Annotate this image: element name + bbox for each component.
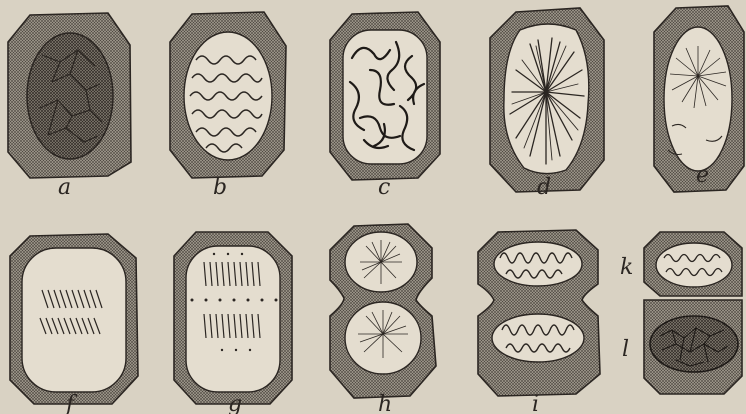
cell-b-nucleus [184,32,272,160]
cell-l [644,300,742,394]
cell-i-nucleus-top [494,242,582,286]
cell-h [330,224,436,398]
label-d: d [537,175,551,200]
cell-l-nucleus [650,316,738,372]
label-i: i [532,392,539,414]
label-e: e [696,163,709,188]
cell-f [10,234,138,404]
label-k: k [620,255,633,280]
label-g: g [228,392,242,414]
cell-b [170,12,286,178]
label-a: a [58,175,71,200]
cell-i-nucleus-bottom [492,314,584,362]
label-c: c [378,175,390,200]
cell-g [174,232,292,404]
cell-f-nucleus [22,248,126,392]
cell-i [478,230,600,396]
cell-g-nucleus [186,246,280,392]
label-h: h [378,392,392,414]
label-l: l [622,337,629,362]
cell-k [644,232,742,296]
cell-c-nucleus [343,30,427,164]
cell-a-nucleus [27,33,113,159]
cell-d [490,8,604,192]
cell-c [330,12,440,180]
label-b: b [213,175,227,200]
cell-a [8,13,131,178]
cell-k-nucleus [656,243,732,287]
